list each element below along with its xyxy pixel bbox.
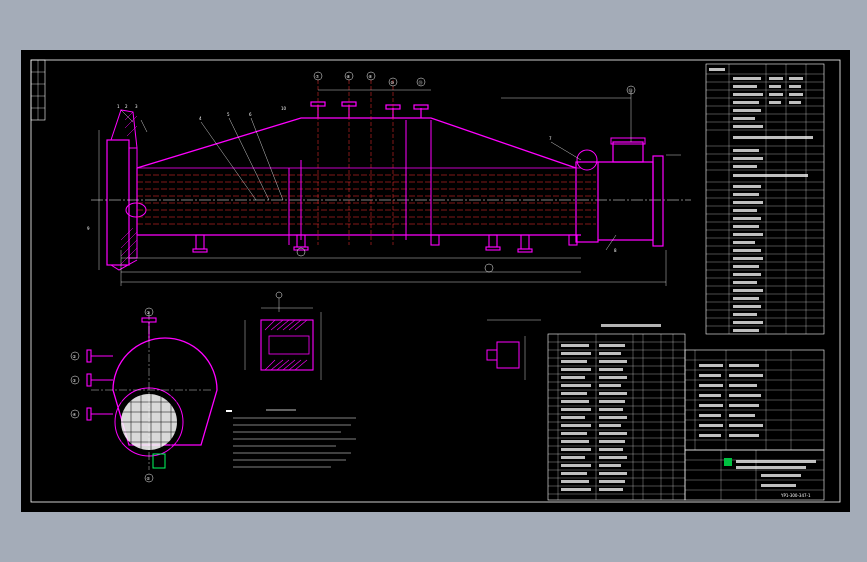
company-logo-icon (724, 458, 732, 466)
left-hatch (120, 111, 138, 265)
drawing-sheet: YP1-300-347-1 ⑦ ⑧ ⑨ ⑩ ⑪ ⑫ ① ② ③ ④ ⑤ 1 2 … (21, 50, 850, 512)
section-balloons (70, 307, 154, 483)
right-channel (598, 161, 654, 241)
drawing-number: YP1-300-347-1 (780, 493, 811, 498)
balloon-7: ⑦ (316, 74, 320, 79)
dimension-lines (98, 89, 681, 286)
balloon-5: ⑤ (147, 476, 151, 481)
parts-table-rows (548, 334, 685, 500)
right-tubesheet (575, 161, 599, 243)
balloon-12: ⑫ (629, 87, 633, 93)
balloon-circles (296, 71, 636, 273)
parts-table-text (561, 344, 627, 491)
detail-small-view (486, 319, 541, 380)
design-table-rows (706, 64, 824, 334)
part-label-1: 1 (117, 104, 120, 109)
part-label-5: 5 (227, 112, 230, 117)
part-number-labels: 1 2 3 4 5 6 7 8 9 10 (87, 104, 617, 253)
leader-lines (120, 109, 617, 251)
part-label-8: 8 (614, 248, 617, 253)
engineering-drawing: YP1-300-347-1 ⑦ ⑧ ⑨ ⑩ ⑪ ⑫ ① ② ③ ④ ⑤ 1 2 … (30, 59, 841, 503)
title-block-text (736, 460, 816, 487)
side-strip-lines (31, 60, 45, 120)
baffles (288, 120, 432, 245)
nozzle-centerlines (317, 80, 394, 245)
balloon-4: ④ (73, 412, 77, 417)
balloon-8: ⑧ (347, 74, 351, 79)
design-data-table (705, 63, 825, 335)
balloon-11: ⑪ (419, 79, 423, 85)
shell-top-cone (136, 117, 577, 169)
main-elevation-view (91, 71, 691, 286)
design-table-text (709, 68, 813, 332)
part-label-10: 10 (281, 106, 287, 111)
balloon-2: ② (73, 354, 77, 359)
part-label-7: 7 (549, 136, 552, 141)
left-head-bottom (110, 259, 138, 271)
right-flange (652, 155, 664, 247)
left-head-top (110, 109, 138, 149)
part-label-4: 4 (199, 116, 202, 121)
technical-notes (226, 409, 356, 468)
nozzle-table-rows (685, 350, 824, 450)
expansion-joint-detail (576, 149, 598, 171)
nozzle-table (684, 349, 825, 451)
part-label-9: 9 (87, 226, 90, 231)
part-label-3: 3 (135, 104, 138, 109)
tube-grid (121, 394, 177, 450)
part-label-2: 2 (125, 104, 128, 109)
balloon-labels: ⑦ ⑧ ⑨ ⑩ ⑪ ⑫ ① ② ③ ④ ⑤ (73, 74, 633, 481)
left-channel (106, 139, 130, 266)
drawing-frame (30, 59, 841, 503)
section-view (70, 307, 218, 483)
nozzle-table-text (699, 364, 763, 437)
balloon-3: ③ (73, 378, 77, 383)
top-nozzles (310, 101, 429, 118)
parts-list-table (547, 324, 686, 501)
bottom-nozzles (192, 234, 578, 253)
title-block: YP1-300-347-1 (684, 449, 825, 501)
section-shell (112, 337, 218, 446)
balloon-10: ⑩ (391, 80, 395, 85)
balloon-9: ⑨ (369, 74, 373, 79)
part-label-6: 6 (249, 112, 252, 117)
detail-hatch (264, 319, 308, 371)
outlet-nozzle (612, 141, 644, 163)
balloon-1: ① (147, 310, 151, 315)
detail-dimensions (244, 298, 322, 380)
notes-lines (233, 417, 356, 468)
tube-bundle (137, 174, 596, 225)
detail-flange-view (244, 291, 322, 380)
